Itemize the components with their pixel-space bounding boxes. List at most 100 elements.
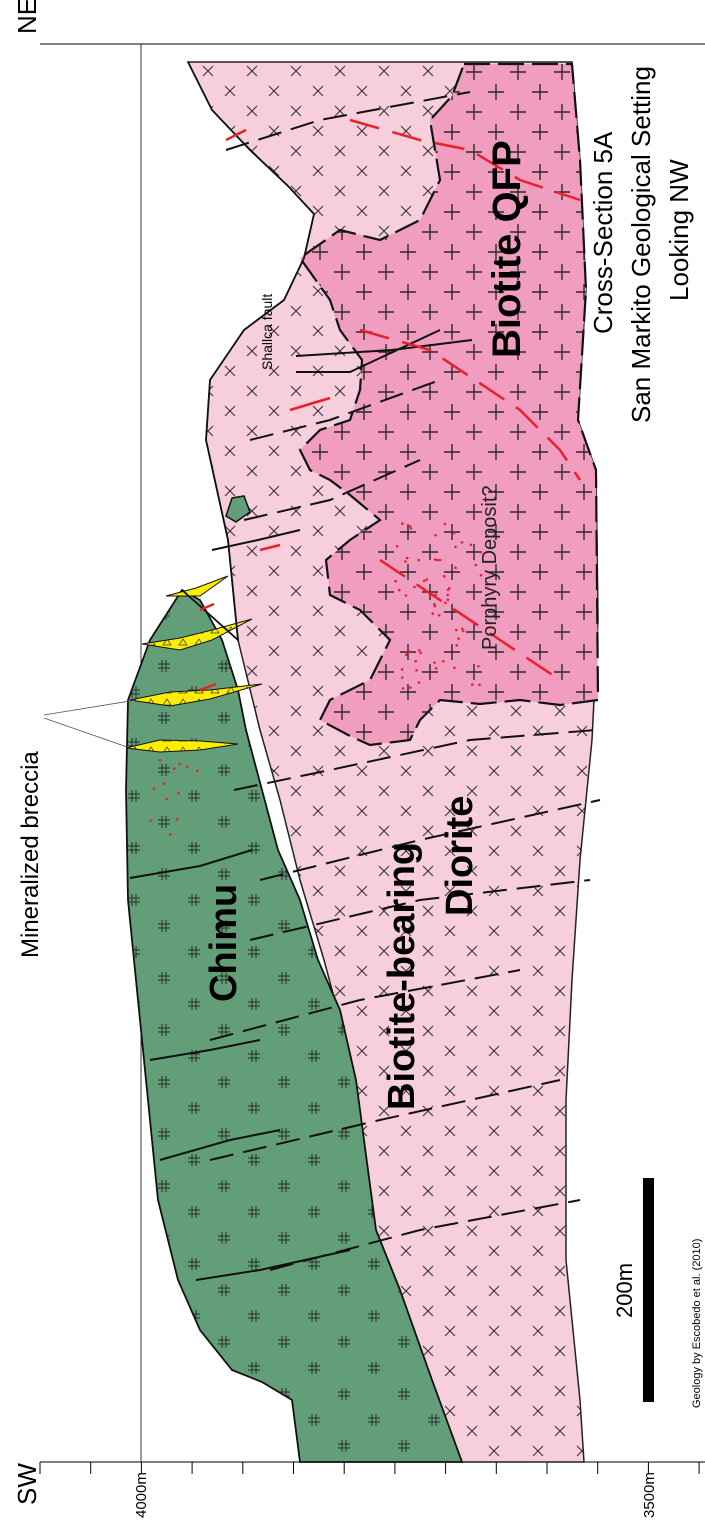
chimu-outcrop bbox=[225, 495, 251, 523]
fault-line bbox=[159, 1129, 281, 1161]
fault-line bbox=[209, 969, 521, 1041]
mineralization-dot bbox=[448, 587, 451, 590]
breccia-body bbox=[165, 575, 229, 597]
fault-line bbox=[211, 529, 301, 551]
mineralization-dot bbox=[404, 560, 407, 563]
fault-line bbox=[249, 379, 441, 441]
mineralization-dot bbox=[443, 522, 447, 526]
mineralization-dot bbox=[452, 531, 456, 535]
fault-line bbox=[233, 729, 597, 791]
mineralization-dot bbox=[169, 833, 172, 836]
elevation-4000m: 4000m bbox=[133, 1472, 150, 1518]
mineralization-dot bbox=[401, 687, 405, 690]
mineralization-dot bbox=[457, 637, 460, 640]
breccia-leader bbox=[43, 717, 131, 749]
elevation-3500m: 3500m bbox=[641, 1472, 658, 1518]
mineralization-dots bbox=[149, 522, 483, 836]
mineralization-dot bbox=[431, 612, 435, 615]
mineralization-dot bbox=[469, 543, 473, 547]
diorite-label-line2: Diorite bbox=[439, 796, 481, 916]
mineralization-dot bbox=[394, 579, 397, 583]
mineralization-dot bbox=[405, 653, 408, 657]
mineralization-dot bbox=[401, 522, 404, 525]
red-vein bbox=[289, 396, 331, 412]
mineralization-dot bbox=[417, 681, 421, 684]
mineralization-dot bbox=[158, 758, 162, 762]
mineralization-dot bbox=[454, 545, 457, 549]
mineralization-dot bbox=[418, 649, 421, 652]
annotations: Mineralized breccia Shallca fault Porphy… bbox=[17, 294, 501, 958]
title-line1: Cross-Section 5A bbox=[588, 131, 618, 334]
mineralization-dot bbox=[165, 797, 169, 801]
mineralization-dot bbox=[172, 767, 176, 770]
mineralization-dot bbox=[186, 765, 189, 769]
fault-line bbox=[259, 799, 601, 881]
qfp-unit-hatch bbox=[300, 64, 598, 745]
diorite-label-line1: Biotite-bearing bbox=[381, 842, 423, 1110]
mineralization-dot bbox=[433, 603, 436, 606]
mineralization-dot bbox=[454, 566, 457, 569]
mineralization-dot bbox=[446, 598, 450, 601]
mineralization-dot bbox=[434, 667, 438, 670]
fault-line bbox=[149, 1039, 261, 1061]
mineralization-dot bbox=[413, 585, 416, 589]
mineralization-dot bbox=[162, 782, 166, 785]
shallca-fault bbox=[295, 339, 473, 357]
mineralization-dot bbox=[414, 659, 418, 663]
elevation-ticks bbox=[39, 1462, 700, 1474]
mineralization-dot bbox=[395, 545, 399, 548]
mineralization-dot bbox=[400, 668, 404, 671]
chimu-label: Chimu bbox=[203, 884, 245, 1002]
fault-line bbox=[249, 879, 591, 941]
mineralization-dot bbox=[425, 578, 429, 581]
red-vein bbox=[199, 682, 217, 692]
mineralization-dot bbox=[152, 787, 156, 790]
unit-labels: Chimu Biotite-bearing Diorite Biotite QF… bbox=[203, 140, 529, 1110]
breccia-body bbox=[130, 684, 262, 706]
mineralization-dot bbox=[455, 628, 458, 632]
mineralization-dot bbox=[471, 683, 474, 686]
title-line2: San Markito Geological Setting bbox=[626, 66, 656, 423]
breccia-leader bbox=[43, 699, 137, 716]
mineralization-dot bbox=[446, 593, 450, 597]
mineralization-dot bbox=[437, 614, 441, 617]
mineralization-dot bbox=[438, 558, 442, 562]
mineralization-dot bbox=[460, 541, 464, 544]
shallca-fault-label: Shallca fault bbox=[259, 294, 275, 370]
mineralization-dot bbox=[477, 665, 480, 668]
mineralization-dot bbox=[409, 527, 413, 530]
fault-line bbox=[209, 1079, 561, 1161]
faults-and-contacts bbox=[129, 61, 601, 1281]
ne-label: NE bbox=[12, 0, 42, 34]
geology-units bbox=[125, 61, 600, 1463]
chimu-unit-hatch bbox=[126, 590, 462, 1462]
porphyry-deposit-label: Porphyry Deposit? bbox=[479, 485, 501, 650]
fault-line bbox=[129, 849, 253, 879]
breccia-body bbox=[126, 740, 238, 752]
red-vein bbox=[259, 543, 281, 552]
mineralization-dot bbox=[408, 525, 412, 528]
geology-credit: Geology by Escobedo et al. (2010) bbox=[691, 1239, 703, 1408]
mineralization-dot bbox=[419, 651, 422, 655]
mineralization-dot bbox=[462, 629, 465, 633]
mineralization-dot bbox=[422, 579, 426, 583]
figure-title: Cross-Section 5A San Markito Geological … bbox=[588, 66, 694, 423]
mineralization-dot bbox=[442, 574, 446, 578]
red-vein bbox=[349, 118, 581, 202]
red-vein bbox=[225, 128, 247, 142]
mineralization-dot bbox=[407, 650, 411, 653]
mineralization-dot bbox=[453, 666, 456, 670]
red-vein bbox=[379, 558, 561, 682]
orientation-labels: NE SW bbox=[12, 0, 42, 1505]
mineralization-dot bbox=[149, 819, 152, 822]
scale-bar-rect bbox=[643, 1178, 654, 1402]
red-vein bbox=[359, 328, 582, 481]
mineralization-dot bbox=[178, 762, 181, 766]
mineralization-dot bbox=[175, 817, 179, 821]
mineralization-dot bbox=[417, 558, 421, 562]
title-line3: Looking NW bbox=[664, 159, 694, 301]
mineralization-dot bbox=[478, 683, 481, 687]
mineralization-dot bbox=[409, 686, 412, 689]
